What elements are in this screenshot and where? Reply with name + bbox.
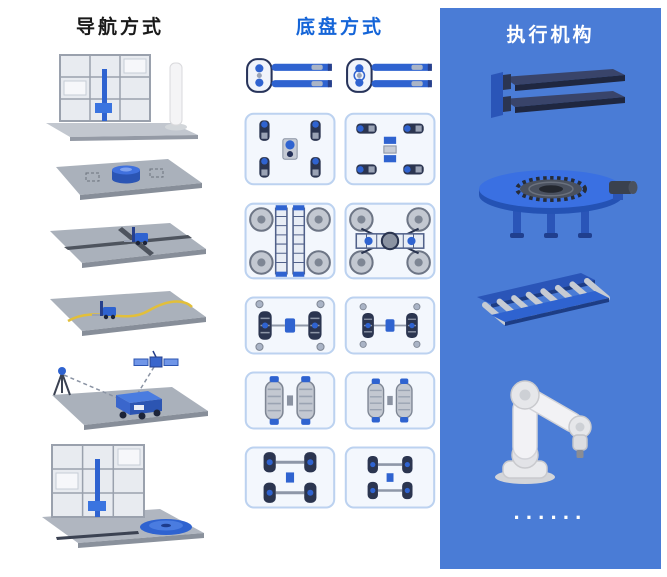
fork-chassis-icon <box>246 58 333 93</box>
roller-conveyor-attachment-icon <box>476 273 610 326</box>
fork-chassis-figure <box>244 55 336 96</box>
rack-stacker-crane-figure <box>20 47 220 143</box>
fork-chassis-variant-icon <box>346 58 433 93</box>
four-caster-horizontal-chassis-icon <box>344 112 436 186</box>
differential-drive-chassis-figure <box>244 296 336 355</box>
robot-arm-attachment-icon <box>494 380 592 484</box>
four-wheel-chassis-figure <box>244 446 336 509</box>
rack-turntable-figure <box>20 439 220 549</box>
more-ellipsis: ······ <box>513 505 588 530</box>
four-caster-vertical-chassis-figure <box>244 112 336 186</box>
magnetic-tape-cross-figure <box>20 213 220 273</box>
rack-stacker-crane-icon <box>46 54 198 141</box>
guide-wire-floor-icon <box>50 291 206 336</box>
guide-wire-floor-figure <box>20 281 220 341</box>
large-wheel-dual-frame-chassis-icon <box>244 202 336 280</box>
fork-attachment-icon <box>490 69 625 118</box>
qr-code-floor-figure <box>20 151 220 205</box>
large-wheel-linkage-chassis-figure <box>344 202 436 280</box>
chassis-grid <box>244 55 436 509</box>
dual-roller-chassis-icon <box>244 371 336 430</box>
fork-chassis-variant-figure <box>344 55 436 96</box>
four-caster-vertical-chassis-icon <box>244 112 336 186</box>
dual-roller-slim-chassis-figure <box>344 371 436 430</box>
actuator-title: 执行机构 <box>506 25 595 46</box>
differential-drive-compact-chassis-icon <box>344 296 436 355</box>
large-wheel-linkage-chassis-icon <box>344 202 436 280</box>
laser-navigation-agv-icon <box>52 350 208 430</box>
dual-roller-chassis-figure <box>244 371 336 430</box>
turntable-attachment-figure <box>461 145 641 249</box>
turntable-attachment-icon <box>478 170 637 238</box>
laser-navigation-agv-figure <box>20 349 220 431</box>
fork-attachment-figure <box>461 65 641 129</box>
chassis-title: 底盘方式 <box>295 17 384 38</box>
four-caster-horizontal-chassis-figure <box>344 112 436 186</box>
qr-code-floor-icon <box>56 159 202 200</box>
chassis-column: 底盘方式 <box>240 0 440 577</box>
navigation-title: 导航方式 <box>75 17 164 38</box>
robot-arm-attachment-figure <box>461 353 641 485</box>
four-wheel-narrow-chassis-figure <box>344 446 436 509</box>
four-wheel-chassis-icon <box>244 446 336 509</box>
differential-drive-compact-chassis-figure <box>344 296 436 355</box>
magnetic-tape-cross-icon <box>50 223 206 268</box>
large-wheel-dual-frame-chassis-figure <box>244 202 336 280</box>
differential-drive-chassis-icon <box>244 296 336 355</box>
four-wheel-narrow-chassis-icon <box>344 446 436 509</box>
actuator-column: 执行机构 <box>440 8 661 569</box>
roller-conveyor-attachment-figure <box>461 265 641 337</box>
navigation-column: 导航方式 <box>0 0 240 577</box>
actuator-figures: ······ <box>461 65 641 529</box>
navigation-figures <box>20 47 220 549</box>
dual-roller-slim-chassis-icon <box>344 371 436 430</box>
rack-turntable-icon <box>42 444 204 548</box>
